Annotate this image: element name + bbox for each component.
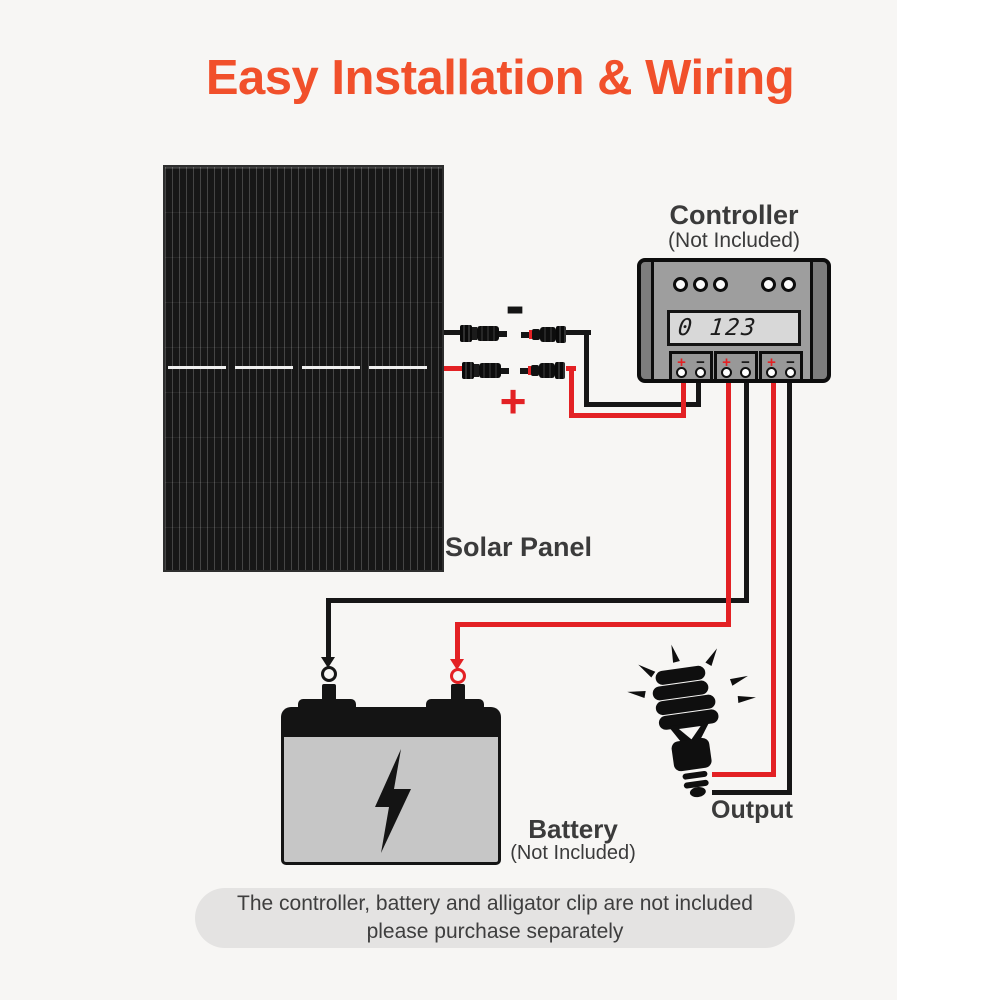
connector-body (539, 363, 555, 378)
cfl-bulb-icon (627, 644, 756, 798)
connector-body (479, 363, 501, 378)
indicator-dot (673, 277, 688, 292)
connector-nut (460, 325, 472, 342)
mc4-connector-female-negative (460, 325, 507, 342)
note-line-2: please purchase separately (366, 920, 624, 943)
controller-face: 0 123 + − + − + − (651, 262, 813, 382)
lcd-text: 0 123 (676, 315, 759, 341)
lcd-display: 0 123 (667, 310, 801, 346)
connector-body (540, 327, 556, 342)
wire-black-segment (744, 374, 749, 603)
controller-label: Controller (669, 200, 799, 230)
plus-terminal-sign: + (722, 354, 731, 371)
solar-panel-label: Solar Panel (445, 532, 593, 562)
terminal-screw (695, 367, 706, 378)
wire-black-segment (787, 374, 792, 795)
lightning-bolt-icon (375, 749, 411, 853)
wire-red-segment (726, 374, 731, 627)
terminal-screw (785, 367, 796, 378)
battery-sublabel: (Not Included) (510, 842, 636, 864)
terminal-screw (766, 367, 777, 378)
connector-pin (501, 367, 509, 374)
negative-symbol: - (505, 272, 525, 338)
mc4-connector-female-positive (462, 362, 509, 379)
wire-black-segment (565, 330, 591, 335)
alligator-clip-ring-icon (450, 668, 466, 684)
wire-black-segment (437, 330, 465, 335)
button-dot (781, 277, 796, 292)
minus-terminal-sign: − (696, 354, 705, 371)
terminal-group-battery: + − (714, 351, 758, 382)
connector-red-ring (528, 366, 531, 375)
wire-black-segment (712, 790, 792, 795)
minus-terminal-sign: − (786, 354, 795, 371)
indicator-dot (713, 277, 728, 292)
mc4-connector-male-negative (521, 326, 566, 343)
charge-controller: 0 123 + − + − + − (637, 258, 831, 383)
wire-red-segment (455, 622, 731, 627)
terminal-group-solar: + − (669, 351, 713, 382)
disclaimer-note: The controller, battery and alligator cl… (195, 888, 795, 948)
plus-terminal-sign: + (677, 354, 686, 371)
note-line-1: The controller, battery and alligator cl… (237, 892, 753, 915)
connector-body (477, 326, 499, 341)
battery-body (281, 737, 501, 865)
positive-symbol: + (499, 375, 527, 427)
wire-red-segment (437, 366, 467, 371)
page-title: Easy Installation & Wiring (205, 51, 795, 105)
terminal-screw (676, 367, 687, 378)
indicator-dot (693, 277, 708, 292)
wire-red-segment (712, 772, 776, 777)
battery-label: Battery (528, 814, 618, 844)
wire-arrow-icon (321, 657, 335, 668)
connector-pin (521, 331, 529, 338)
solar-panel-divider (168, 366, 434, 369)
terminal-screw (721, 367, 732, 378)
wire-red-segment (455, 622, 460, 662)
wire-black-segment (584, 402, 701, 407)
wire-black-segment (326, 598, 331, 659)
wire-black-segment (584, 330, 589, 407)
connector-red-ring (529, 330, 532, 339)
alligator-clip-ring-icon (321, 666, 337, 682)
connector-collar (472, 327, 477, 340)
connector-head (532, 329, 540, 340)
connector-head (531, 365, 539, 376)
button-dot (761, 277, 776, 292)
battery-top (281, 707, 501, 739)
terminal-group-load: + − (759, 351, 803, 382)
connector-nut (462, 362, 474, 379)
connector-nut (556, 326, 566, 343)
output-label: Output (711, 796, 793, 824)
connector-collar (474, 364, 479, 377)
wire-red-segment (771, 374, 776, 777)
controller-buttons (761, 277, 796, 292)
wire-red-segment (681, 374, 686, 418)
wire-black-segment (326, 598, 749, 603)
connector-nut (555, 362, 565, 379)
wire-red-segment (569, 366, 574, 418)
wire-arrow-icon (450, 659, 464, 670)
mc4-connector-male-positive (520, 362, 565, 379)
wire-black-segment (696, 374, 701, 407)
plus-terminal-sign: + (767, 354, 776, 371)
terminal-screw (740, 367, 751, 378)
wire-red-segment (569, 413, 686, 418)
minus-terminal-sign: − (741, 354, 750, 371)
controller-sublabel: (Not Included) (668, 229, 800, 252)
connector-pin (520, 367, 528, 374)
connector-pin (499, 330, 507, 337)
controller-indicator-lights (673, 277, 728, 292)
